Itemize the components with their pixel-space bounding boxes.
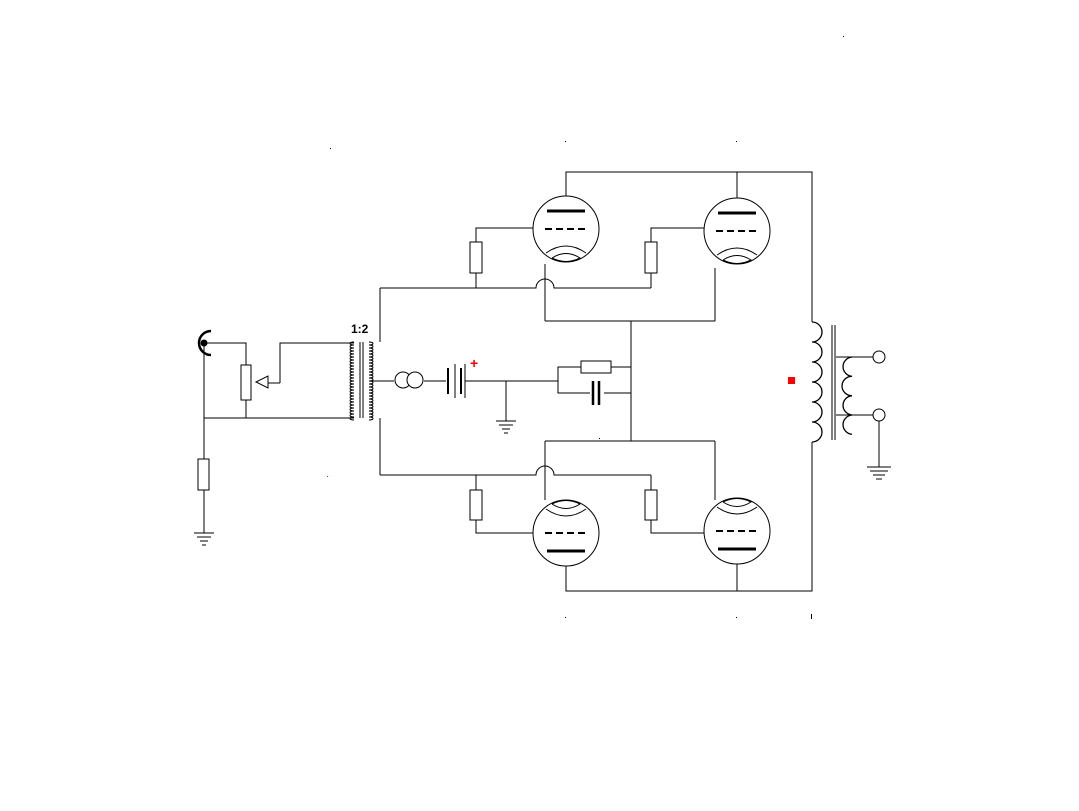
capacitor-icon[interactable] (591, 381, 601, 405)
resistor-icon[interactable] (644, 241, 658, 274)
bottom-grid-wiring (380, 441, 716, 534)
vacuum-tube-icon[interactable] (532, 195, 600, 263)
center-tap-marker (788, 377, 795, 384)
output-terminal-icon[interactable] (872, 408, 886, 422)
stray-marks (327, 36, 844, 619)
resistor-icon[interactable] (580, 360, 612, 374)
ground-icon (194, 532, 214, 546)
resistor-icon[interactable] (197, 458, 210, 491)
transformer-ratio-label: 1:2 (351, 322, 369, 336)
top-grid-wiring (380, 227, 716, 321)
ground-icon (867, 466, 891, 480)
vacuum-tube-icon[interactable] (703, 497, 771, 565)
current-source-icon[interactable] (394, 371, 424, 389)
output-terminal-icon[interactable] (872, 350, 886, 364)
vacuum-tube-icon[interactable] (532, 499, 600, 567)
input-transformer-icon[interactable] (349, 288, 381, 475)
cathode-bus (545, 320, 715, 442)
potentiometer-icon[interactable] (240, 364, 280, 401)
polarity-mark: + (470, 355, 478, 371)
input-wiring (203, 342, 354, 533)
vacuum-tube-icon[interactable] (703, 197, 771, 265)
output-transformer-icon[interactable] (811, 321, 880, 467)
resistor-icon[interactable] (469, 489, 483, 521)
ground-icon (496, 420, 516, 434)
resistor-icon[interactable] (469, 241, 483, 274)
bias-wiring (371, 366, 631, 421)
battery-icon[interactable] (447, 364, 466, 398)
plate-rails (565, 171, 813, 592)
resistor-icon[interactable] (644, 489, 658, 521)
